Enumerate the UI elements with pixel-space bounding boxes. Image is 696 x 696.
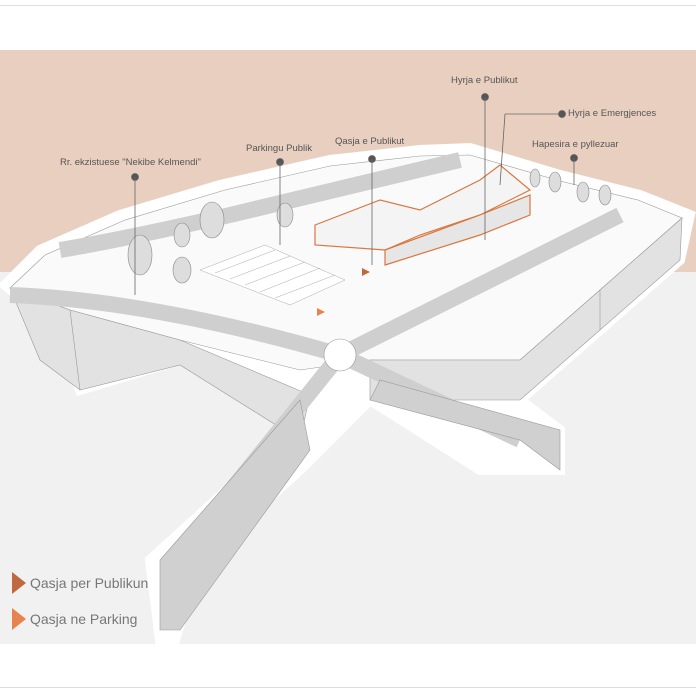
road-arm-east [369,379,561,471]
triangle-icon [12,572,26,594]
label-rruga: Rr. ekzistuese "Nekibe Kelmendi" [60,157,201,168]
public-access-arrow [362,268,370,276]
roundabout [323,338,357,372]
triangle-icon [12,608,26,630]
trees [127,168,612,284]
divider-bottom [0,687,696,688]
label-qasja-publikut: Qasja e Publikut [335,136,405,147]
label-hyrja-emergjences: Hyrja e Emergjences [568,108,657,119]
label-parkingu: Parkingu Publik [246,143,313,154]
legend-item-parking-access: Qasja ne Parking [12,608,137,630]
road-arm-south [159,399,311,631]
legend-label: Qasja per Publikun [30,575,149,591]
leader-lines [131,93,578,295]
legend-item-public-access: Qasja per Publikun [12,572,148,594]
label-hapesira: Hapesira e pyllezuar [532,139,619,150]
divider-top [0,5,696,6]
building [314,164,532,266]
parking-access-arrow [317,308,325,316]
label-hyrja-publikut: Hyrja e Publikut [451,75,518,86]
parking-lot [199,244,346,306]
legend-label: Qasja ne Parking [30,611,138,627]
